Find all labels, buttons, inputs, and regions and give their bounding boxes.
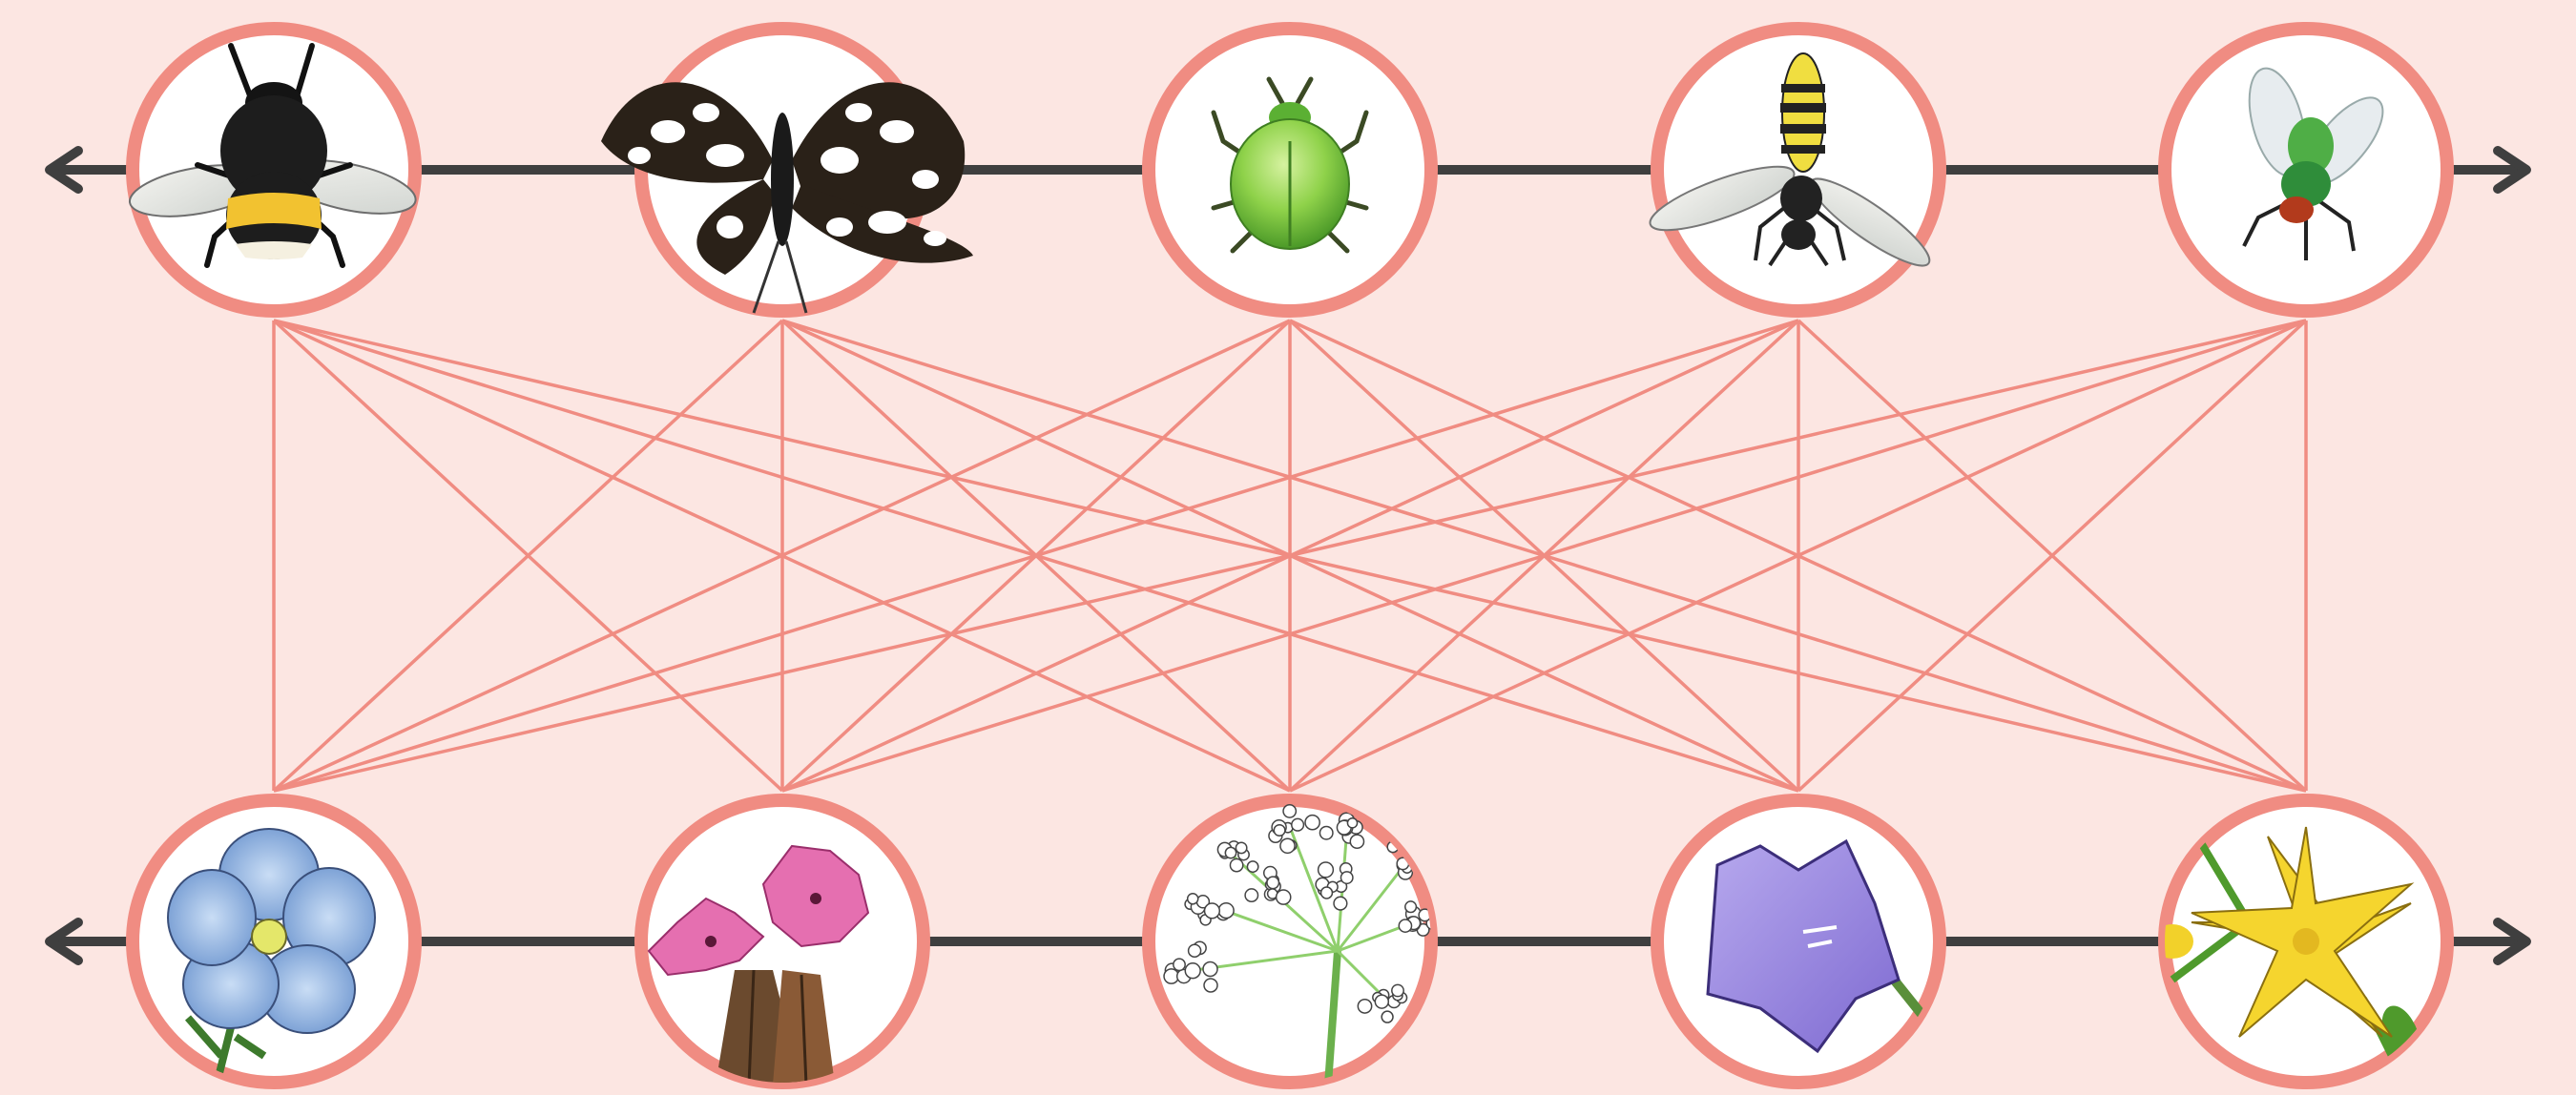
floret <box>1274 825 1285 837</box>
floret <box>1340 872 1352 883</box>
floret <box>1292 818 1304 831</box>
floret <box>1174 959 1185 970</box>
floret <box>1381 1011 1393 1023</box>
floret <box>1245 889 1257 901</box>
interaction-links <box>274 320 2306 791</box>
floret <box>1203 962 1217 977</box>
floret <box>1305 816 1319 830</box>
floret <box>1399 919 1411 932</box>
wasp-node[interactable] <box>1644 29 1940 311</box>
floret <box>1247 861 1257 872</box>
floret <box>1347 818 1357 828</box>
bellflower-node[interactable] <box>1657 800 1940 1083</box>
floret <box>1230 858 1242 871</box>
floret <box>1205 903 1220 919</box>
bumblebee-node[interactable] <box>126 29 420 311</box>
floret <box>1204 979 1217 992</box>
carnation-node[interactable] <box>641 800 924 1085</box>
floret <box>1392 984 1403 996</box>
floret <box>1225 847 1236 857</box>
floret <box>1280 838 1295 853</box>
floret <box>1277 890 1291 904</box>
yellow-flower-node[interactable] <box>2151 798 2447 1083</box>
floret <box>1188 894 1198 904</box>
floret <box>1236 842 1246 853</box>
floret <box>1319 862 1334 878</box>
floret <box>1350 835 1363 848</box>
floret <box>1189 944 1201 957</box>
floret <box>1375 995 1388 1008</box>
fly-node[interactable] <box>2165 29 2447 311</box>
beetle-node[interactable] <box>1149 29 1431 311</box>
floret <box>1358 1000 1371 1013</box>
floret <box>1334 897 1347 910</box>
floret <box>1267 877 1278 888</box>
floret <box>1321 887 1333 899</box>
umbel-node[interactable] <box>1149 800 1439 1085</box>
floret <box>1319 826 1333 839</box>
floret <box>1283 805 1296 817</box>
floret <box>1185 963 1200 979</box>
floret <box>1405 901 1417 913</box>
floret <box>1409 841 1420 852</box>
butterfly-node[interactable] <box>601 29 973 313</box>
floret <box>1218 903 1234 919</box>
flax-node[interactable] <box>133 800 415 1085</box>
